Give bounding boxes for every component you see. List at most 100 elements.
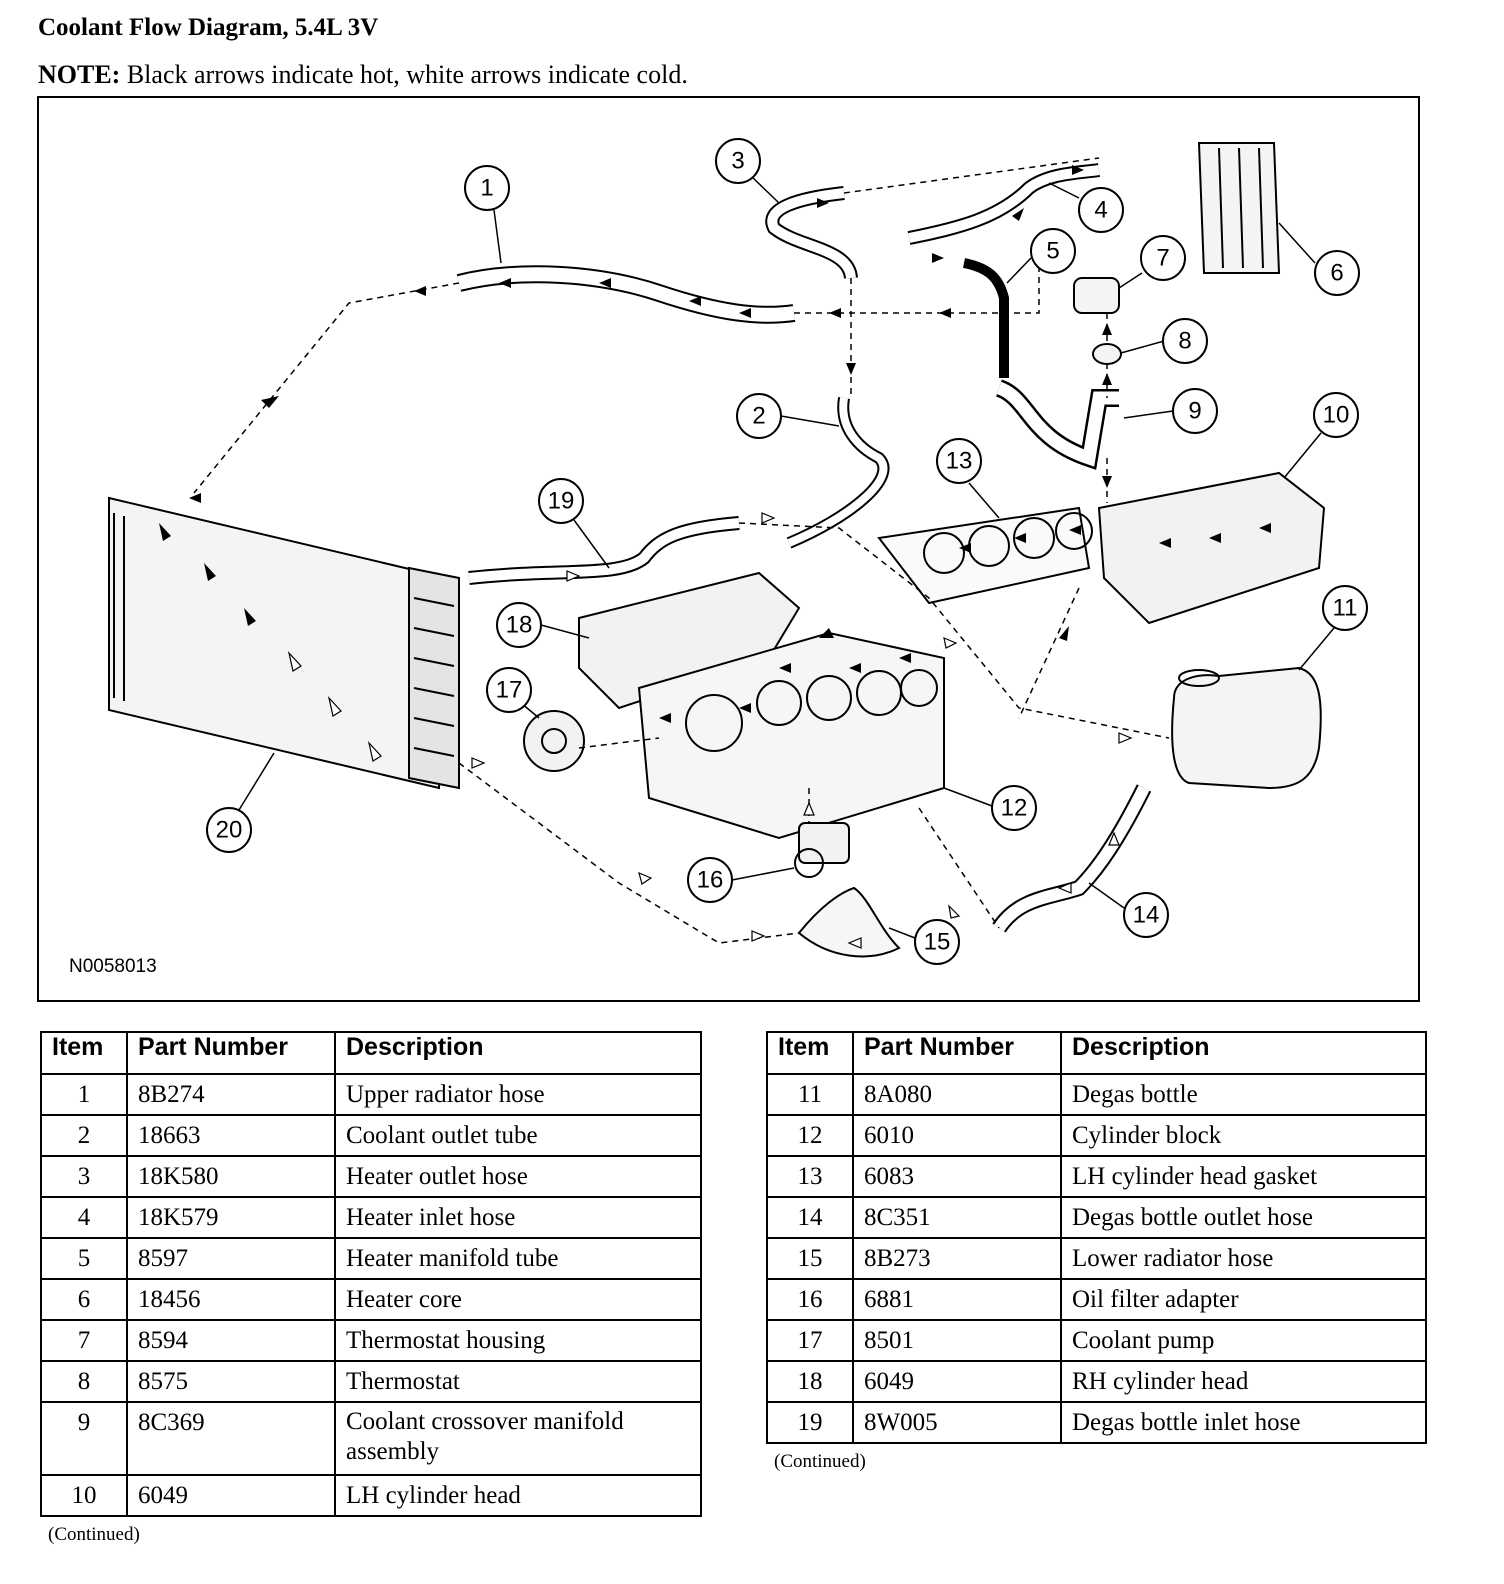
item-cell: 2 <box>40 1114 128 1157</box>
svg-text:10: 10 <box>1323 402 1350 429</box>
header-description: Description <box>1060 1031 1427 1075</box>
callout-3: 3 <box>715 138 780 204</box>
part-number-cell: 8W005 <box>852 1401 1062 1444</box>
table-header-row: Item Part Number Description <box>766 1031 1427 1075</box>
callout-6: 6 <box>1278 222 1360 296</box>
svg-text:12: 12 <box>1001 795 1028 822</box>
callout-13: 13 <box>936 438 1000 519</box>
description-cell: Coolant pump <box>1060 1319 1427 1362</box>
svg-text:14: 14 <box>1133 902 1160 929</box>
part-number-cell: 8A080 <box>852 1073 1062 1116</box>
thermostat-housing-drawing <box>1073 277 1120 314</box>
svg-text:1: 1 <box>480 175 493 202</box>
header-part-number: Part Number <box>852 1031 1062 1075</box>
description-cell: Oil filter adapter <box>1060 1278 1427 1321</box>
callout-11: 11 <box>1298 585 1368 671</box>
svg-text:6: 6 <box>1330 260 1343 287</box>
callout-7: 7 <box>1118 235 1186 289</box>
item-cell: 17 <box>766 1319 854 1362</box>
svg-text:5: 5 <box>1046 238 1059 265</box>
coolant-flow-diagram: 1 2 3 4 5 6 7 8 9 10 11 12 13 14 15 16 1… <box>37 96 1420 1002</box>
svg-text:15: 15 <box>924 929 951 956</box>
description-cell: Heater outlet hose <box>334 1155 702 1198</box>
continued-note-right: (Continued) <box>774 1451 866 1472</box>
part-number-cell: 8597 <box>126 1237 336 1280</box>
svg-text:4: 4 <box>1094 197 1107 224</box>
item-cell: 6 <box>40 1278 128 1321</box>
item-cell: 11 <box>766 1073 854 1116</box>
item-cell: 16 <box>766 1278 854 1321</box>
item-cell: 5 <box>40 1237 128 1280</box>
item-cell: 7 <box>40 1319 128 1362</box>
description-cell: Heater inlet hose <box>334 1196 702 1239</box>
coolant-pump-drawing <box>523 710 585 772</box>
description-cell: RH cylinder head <box>1060 1360 1427 1403</box>
note: NOTE: Black arrows indicate hot, white a… <box>38 60 688 90</box>
item-cell: 8 <box>40 1360 128 1403</box>
header-item: Item <box>40 1031 128 1075</box>
item-cell: 9 <box>40 1401 128 1476</box>
callout-14: 14 <box>1088 882 1169 938</box>
item-cell: 1 <box>40 1073 128 1116</box>
description-cell: Degas bottle outlet hose <box>1060 1196 1427 1239</box>
svg-text:13: 13 <box>946 448 973 475</box>
item-cell: 19 <box>766 1401 854 1444</box>
part-number-cell: 18456 <box>126 1278 336 1321</box>
header-part-number: Part Number <box>126 1031 336 1075</box>
description-cell: Coolant crossover manifold assembly <box>334 1401 702 1476</box>
note-text: Black arrows indicate hot, white arrows … <box>120 60 688 89</box>
part-number-cell: 6049 <box>126 1474 336 1517</box>
svg-text:2: 2 <box>752 403 765 430</box>
part-number-cell: 18K579 <box>126 1196 336 1239</box>
head-gasket-drawing <box>877 506 1091 605</box>
part-number-cell: 6881 <box>852 1278 1062 1321</box>
item-cell: 10 <box>40 1474 128 1517</box>
diagram-illustration: 1 2 3 4 5 6 7 8 9 10 11 12 13 14 15 16 1… <box>108 138 1368 965</box>
svg-text:8: 8 <box>1178 328 1191 355</box>
description-cell: Cylinder block <box>1060 1114 1427 1157</box>
callout-16: 16 <box>687 857 795 903</box>
callout-12: 12 <box>943 785 1037 831</box>
svg-text:19: 19 <box>548 488 575 515</box>
thermostat-drawing <box>1092 343 1122 365</box>
callout-8: 8 <box>1120 318 1208 364</box>
callout-18: 18 <box>496 602 590 648</box>
part-number-cell: 8C351 <box>852 1196 1062 1239</box>
svg-text:17: 17 <box>496 677 523 704</box>
part-number-cell: 8501 <box>852 1319 1062 1362</box>
description-cell: Degas bottle <box>1060 1073 1427 1116</box>
description-cell: Degas bottle inlet hose <box>1060 1401 1427 1444</box>
svg-text:7: 7 <box>1156 245 1169 272</box>
description-cell: Upper radiator hose <box>334 1073 702 1116</box>
hot-flow-arrows <box>159 165 1271 723</box>
continued-note-left: (Continued) <box>48 1524 140 1545</box>
part-number-cell: 18663 <box>126 1114 336 1157</box>
figure-code: N0058013 <box>69 956 157 977</box>
callout-2: 2 <box>736 393 840 439</box>
item-cell: 4 <box>40 1196 128 1239</box>
callout-1: 1 <box>464 165 510 264</box>
callout-17: 17 <box>486 667 540 719</box>
description-cell: Heater core <box>334 1278 702 1321</box>
oil-filter-adapter-drawing <box>798 822 850 864</box>
lower-radiator-hose-drawing <box>797 886 901 958</box>
svg-text:18: 18 <box>506 612 533 639</box>
part-number-cell: 8B274 <box>126 1073 336 1116</box>
description-cell: Thermostat <box>334 1360 702 1403</box>
svg-text:9: 9 <box>1188 398 1201 425</box>
callout-19: 19 <box>538 478 610 569</box>
part-number-cell: 18K580 <box>126 1155 336 1198</box>
